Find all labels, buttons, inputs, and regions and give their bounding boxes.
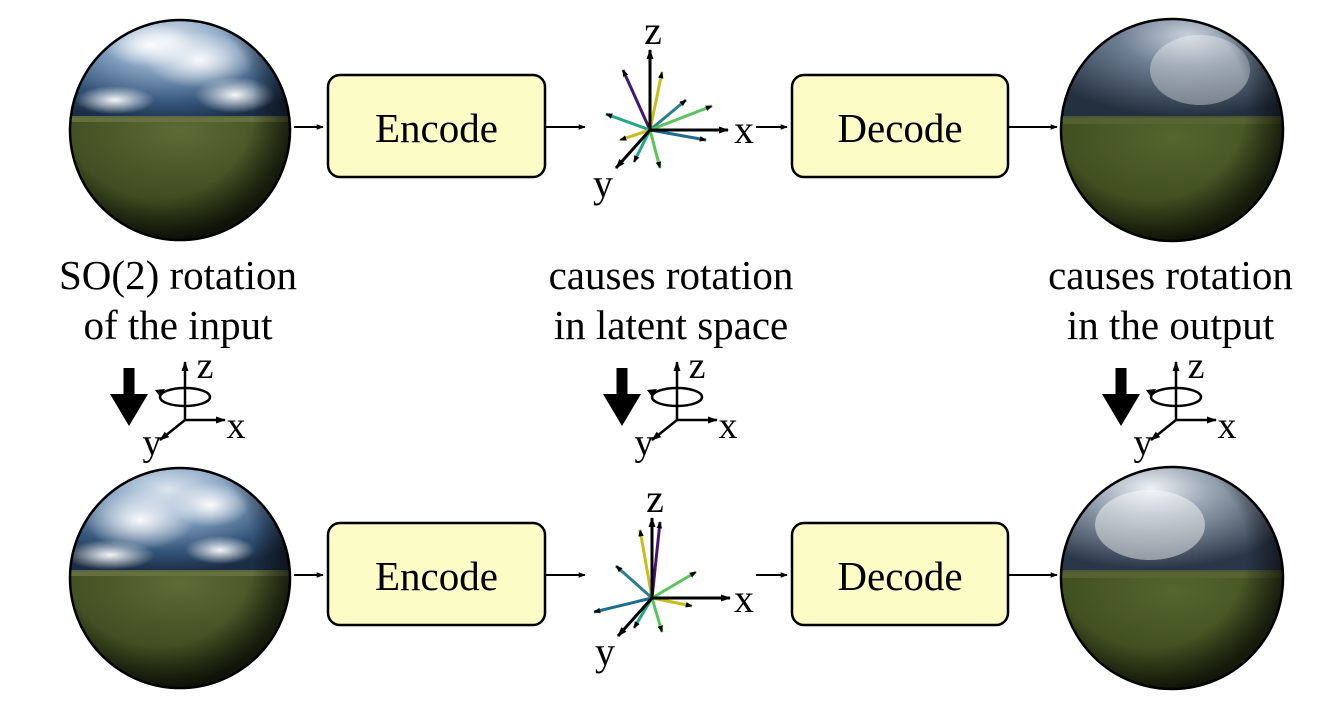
caption-input-line1: SO(2) rotation: [59, 252, 297, 298]
axis-y-label-top: y: [593, 161, 613, 206]
svg-text:z: z: [689, 345, 706, 387]
svg-text:z: z: [1188, 345, 1205, 387]
decode-box-bottom: Decode: [790, 521, 1010, 627]
caption-input: SO(2) rotation of the input: [0, 250, 356, 350]
caption-latent: causes rotation in latent space: [480, 250, 862, 350]
decode-label-top: Decode: [837, 105, 962, 151]
axis-z-label-top: z: [644, 8, 662, 53]
svg-text:y: y: [143, 422, 162, 464]
encode-box-bottom: Encode: [326, 521, 547, 627]
rotation-axes-icon-input: z x y: [143, 345, 246, 464]
caption-latent-line2: in latent space: [553, 302, 789, 348]
latent-vectors-bottom: z x y: [593, 476, 754, 674]
axis-y-bottom: [616, 596, 654, 638]
rotation-axes-icon-latent: z x y: [635, 345, 738, 464]
axis-x-label-bottom: x: [734, 576, 754, 621]
output-sphere-top: [1059, 17, 1285, 243]
svg-text:x: x: [227, 405, 246, 447]
caption-output-line2: in the output: [1066, 302, 1275, 348]
encode-label-bottom: Encode: [375, 553, 498, 599]
svg-text:z: z: [197, 345, 214, 387]
input-sphere-bottom: [68, 466, 292, 690]
axis-y-label-bottom: y: [595, 629, 615, 674]
caption-output: causes rotation in the output: [1003, 250, 1338, 350]
svg-text:y: y: [635, 422, 654, 464]
caption-latent-line1: causes rotation: [548, 252, 794, 298]
rotation-axes-icon-output: z x y: [1134, 345, 1237, 464]
axis-z-label-bottom: z: [646, 476, 664, 521]
svg-text:y: y: [1134, 422, 1153, 464]
rotation-indicator-output: z x y: [1102, 345, 1237, 464]
axis-y-top: [614, 128, 652, 170]
encode-label-top: Encode: [375, 105, 498, 151]
decode-box-top: Decode: [790, 73, 1010, 179]
svg-text:x: x: [1218, 405, 1237, 447]
axis-x-label-top: x: [734, 107, 754, 152]
latent-vectors-top: z x y: [593, 8, 754, 206]
encode-box-top: Encode: [326, 73, 547, 179]
rotation-indicator-input: z x y: [110, 345, 246, 464]
input-sphere-top: [68, 18, 292, 242]
decode-label-bottom: Decode: [837, 553, 962, 599]
rotation-indicator-latent: z x y: [603, 345, 738, 464]
caption-input-line2: of the input: [83, 302, 273, 348]
output-sphere-bottom: [1059, 465, 1285, 691]
caption-output-line1: causes rotation: [1048, 252, 1293, 298]
svg-text:x: x: [719, 405, 738, 447]
